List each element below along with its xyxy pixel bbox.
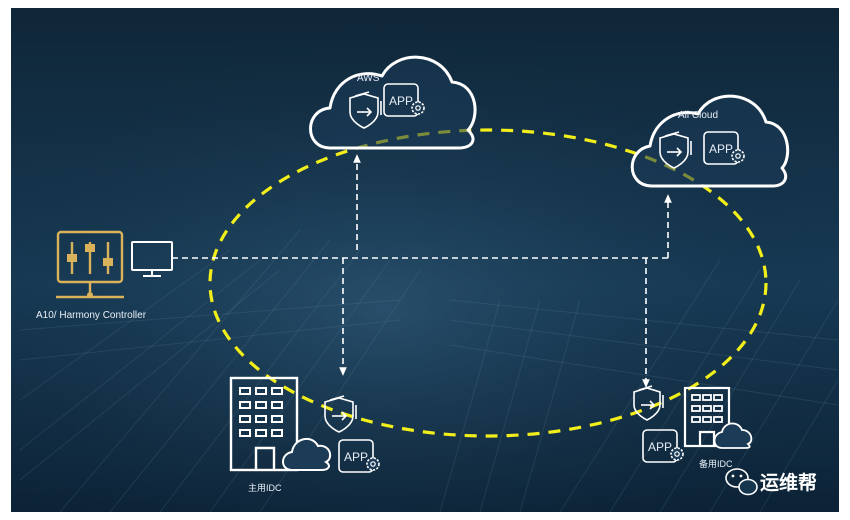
connector-lines <box>172 154 672 388</box>
primary-idc: APP 主用IDC <box>229 376 380 493</box>
backup-idc: APP 备用IDC <box>633 385 753 469</box>
connectivity-ellipse <box>208 128 768 438</box>
svg-text:APP: APP <box>648 440 672 454</box>
app-gear-icon: APP <box>703 131 745 165</box>
building-icon <box>229 376 299 472</box>
app-gear-icon: APP <box>338 439 380 473</box>
backup-idc-label: 备用IDC <box>699 458 733 469</box>
wechat-icon <box>725 468 758 496</box>
controller-icon <box>56 230 124 299</box>
building-icon <box>683 386 731 448</box>
primary-idc-label: 主用IDC <box>248 482 282 493</box>
svg-text:APP: APP <box>344 450 368 464</box>
app-gear-icon: APP <box>642 429 684 463</box>
cloud-icon <box>630 94 790 188</box>
svg-text:APP: APP <box>709 142 733 156</box>
aws-cloud: AWS APP <box>309 55 477 150</box>
shield-icon <box>349 91 382 129</box>
svg-text:APP: APP <box>389 94 413 108</box>
shield-icon <box>659 131 692 169</box>
ali-cloud: Ali Cloud APP <box>630 94 790 188</box>
shield-icon <box>633 385 664 421</box>
watermark: 运维帮 <box>725 468 817 496</box>
ali-cloud-label: Ali Cloud <box>678 110 718 121</box>
aws-label: AWS <box>357 73 380 84</box>
cloud-icon <box>309 55 477 150</box>
cloud-icon <box>713 422 753 449</box>
monitor-icon <box>131 241 173 277</box>
app-gear-icon: APP <box>383 83 425 117</box>
shield-icon <box>324 395 357 433</box>
watermark-text: 运维帮 <box>760 471 817 494</box>
cloud-icon <box>282 437 332 471</box>
controller-label: A10/ Harmony Controller <box>36 310 147 321</box>
